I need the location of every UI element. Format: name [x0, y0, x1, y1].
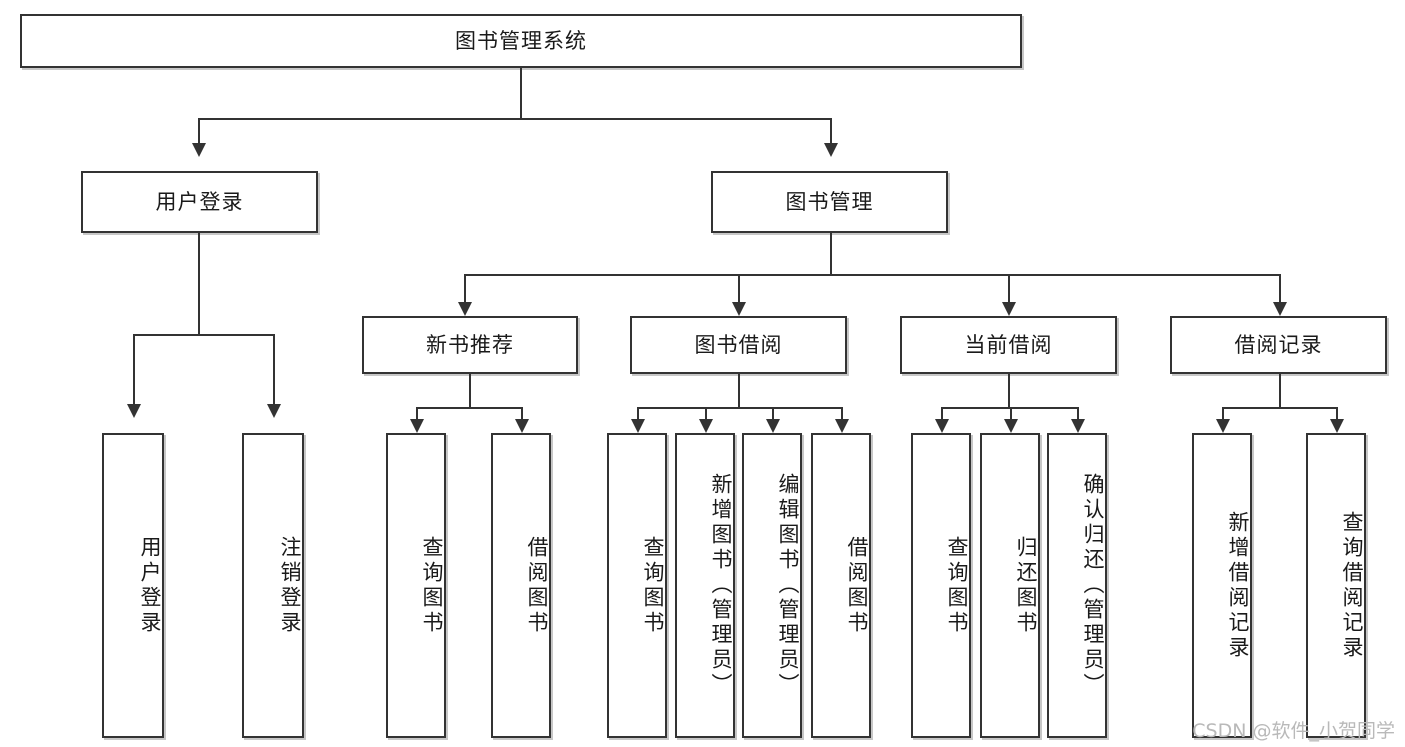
connector-bookborrow-to-leaf4 [841, 407, 843, 421]
leaf-bookborrow-add-book[interactable]: 新增图书（管理员） [675, 433, 735, 738]
node-current-borrow[interactable]: 当前借阅 [900, 316, 1117, 374]
connector-bookmgmt-bus [464, 274, 1279, 276]
leaf-currentborrow-query-book[interactable]: 查询图书 [911, 433, 971, 738]
leaf-bookborrow-edit-book[interactable]: 编辑图书（管理员） [742, 433, 802, 738]
node-label: 新书推荐 [426, 332, 514, 357]
leaf-logout[interactable]: 注销登录 [242, 433, 304, 738]
arrow-currentborrow-to-leaf2 [1004, 419, 1018, 433]
arrow-newbook-to-leaf2 [515, 419, 529, 433]
connector-login-stem [198, 233, 200, 335]
leaf-currentborrow-confirm-return[interactable]: 确认归还（管理员） [1047, 433, 1107, 738]
connector-login-to-leaf2 [273, 334, 275, 406]
arrow-bookmgmt-to-c3 [1002, 302, 1016, 316]
arrow-bookborrow-to-leaf1 [631, 419, 645, 433]
node-root-system[interactable]: 图书管理系统 [20, 14, 1022, 68]
node-label: 借阅图书 [845, 535, 869, 636]
arrow-currentborrow-to-leaf1 [935, 419, 949, 433]
node-label: 归还图书 [1014, 535, 1038, 636]
node-label: 确认归还（管理员） [1081, 473, 1105, 698]
arrow-bookborrow-to-leaf4 [835, 419, 849, 433]
connector-bookmgmt-to-c2 [738, 274, 740, 304]
connector-newbook-bus [416, 407, 522, 409]
node-label: 查询图书 [420, 535, 444, 636]
connector-newbook-stem [469, 374, 471, 408]
connector-bookmgmt-stem [830, 233, 832, 275]
arrow-bookmgmt-to-c2 [732, 302, 746, 316]
arrow-login-to-leaf1 [127, 404, 141, 418]
connector-currentborrow-to-leaf3 [1077, 407, 1079, 421]
arrow-currentborrow-to-leaf3 [1071, 419, 1085, 433]
leaf-bookborrow-query-book[interactable]: 查询图书 [607, 433, 667, 738]
arrow-newbook-to-leaf1 [410, 419, 424, 433]
node-label: 查询图书 [641, 535, 665, 636]
connector-bookmgmt-to-c1 [464, 274, 466, 304]
leaf-user-login[interactable]: 用户登录 [102, 433, 164, 738]
leaf-borrowrecord-add-record[interactable]: 新增借阅记录 [1192, 433, 1252, 738]
leaf-newbook-query-book[interactable]: 查询图书 [386, 433, 446, 738]
connector-bookborrow-to-leaf3 [772, 407, 774, 421]
connector-root-bus [198, 118, 832, 120]
connector-bookborrow-stem [738, 374, 740, 408]
node-label: 查询借阅记录 [1340, 510, 1364, 661]
node-book-borrow[interactable]: 图书借阅 [630, 316, 847, 374]
node-borrow-record[interactable]: 借阅记录 [1170, 316, 1387, 374]
leaf-bookborrow-borrow-book[interactable]: 借阅图书 [811, 433, 871, 738]
arrow-bookborrow-to-leaf3 [766, 419, 780, 433]
arrow-root-to-bookmgmt [824, 143, 838, 157]
arrow-bookborrow-to-leaf2 [699, 419, 713, 433]
connector-bookborrow-to-leaf1 [637, 407, 639, 421]
connector-borrowrecord-to-leaf2 [1336, 407, 1338, 421]
node-label: 借阅记录 [1234, 332, 1323, 357]
connector-bookmgmt-to-c3 [1008, 274, 1010, 304]
node-label: 新增图书（管理员） [709, 473, 733, 698]
node-book-management[interactable]: 图书管理 [711, 171, 948, 233]
connector-newbook-to-leaf2 [521, 407, 523, 421]
connector-root-stem [520, 68, 522, 119]
node-label: 借阅图书 [525, 535, 549, 636]
node-label: 新增借阅记录 [1226, 510, 1250, 661]
connector-login-to-leaf1 [133, 334, 135, 406]
connector-borrowrecord-to-leaf1 [1222, 407, 1224, 421]
connector-root-to-login [198, 118, 200, 145]
node-label: 图书管理系统 [455, 28, 587, 53]
node-new-book-recommend[interactable]: 新书推荐 [362, 316, 578, 374]
connector-newbook-to-leaf1 [416, 407, 418, 421]
leaf-borrowrecord-query-record[interactable]: 查询借阅记录 [1306, 433, 1366, 738]
leaf-currentborrow-return-book[interactable]: 归还图书 [980, 433, 1040, 738]
node-user-login[interactable]: 用户登录 [81, 171, 318, 233]
arrow-bookmgmt-to-c1 [458, 302, 472, 316]
connector-bookborrow-bus [637, 407, 842, 409]
connector-borrowrecord-stem [1279, 374, 1281, 408]
arrow-bookmgmt-to-c4 [1273, 302, 1287, 316]
connector-currentborrow-to-leaf2 [1010, 407, 1012, 421]
connector-currentborrow-to-leaf1 [941, 407, 943, 421]
node-label: 查询图书 [945, 535, 969, 636]
arrow-borrowrecord-to-leaf1 [1216, 419, 1230, 433]
connector-bookborrow-to-leaf2 [705, 407, 707, 421]
leaf-newbook-borrow-book[interactable]: 借阅图书 [491, 433, 551, 738]
connector-borrowrecord-bus [1222, 407, 1337, 409]
arrow-root-to-login [192, 143, 206, 157]
node-label: 图书管理 [785, 189, 874, 214]
node-label: 图书借阅 [694, 332, 783, 357]
connector-login-bus [133, 334, 275, 336]
connector-root-to-bookmgmt [830, 118, 832, 145]
node-label: 用户登录 [155, 189, 244, 214]
node-label: 用户登录 [138, 535, 162, 636]
connector-currentborrow-stem [1008, 374, 1010, 408]
connector-currentborrow-bus [941, 407, 1078, 409]
node-label: 注销登录 [278, 535, 302, 636]
connector-bookmgmt-to-c4 [1279, 274, 1281, 304]
node-label: 当前借阅 [964, 332, 1053, 357]
arrow-borrowrecord-to-leaf2 [1330, 419, 1344, 433]
arrow-login-to-leaf2 [267, 404, 281, 418]
node-label: 编辑图书（管理员） [776, 473, 800, 698]
